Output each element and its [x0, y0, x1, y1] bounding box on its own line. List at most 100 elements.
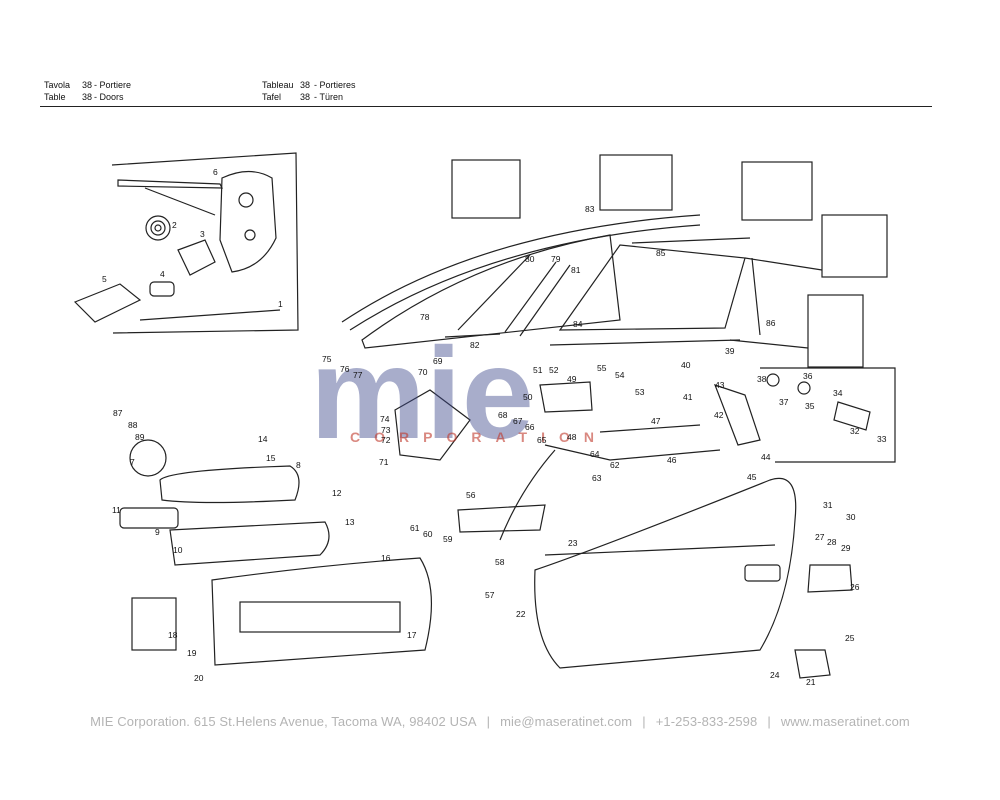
part-label-89: 89: [135, 432, 145, 442]
seal-82: [444, 333, 501, 338]
footer-phone: +1-253-833-2598: [655, 714, 758, 729]
regulator-motor: [73, 283, 142, 323]
part-label-82: 82: [470, 340, 480, 350]
regulator-mechanism: [394, 389, 471, 461]
window-guide: [499, 449, 556, 541]
regulator-link: [144, 187, 216, 216]
part-label-24: 24: [770, 670, 780, 680]
trim-strip: [169, 521, 330, 566]
header-num: 38: [300, 80, 311, 90]
part-label-23: 23: [568, 538, 578, 548]
part-label-33: 33: [877, 434, 887, 444]
part-label-30: 30: [846, 512, 856, 522]
part-label-39: 39: [725, 346, 735, 356]
part-label-70: 70: [418, 367, 428, 377]
part-label-22: 22: [516, 609, 526, 619]
window-crank: [129, 439, 167, 477]
part-label-84: 84: [573, 319, 583, 329]
header-title: Türen: [319, 92, 344, 102]
part-label-83: 83: [585, 204, 595, 214]
header-word: Tavola: [44, 80, 71, 90]
seal-86: [631, 237, 751, 244]
part-label-31: 31: [823, 500, 833, 510]
part-label-32: 32: [850, 426, 860, 436]
lock-part: [766, 373, 780, 387]
profile-inset-83: [741, 161, 813, 221]
control-rod-47: [599, 424, 701, 433]
part-label-76: 76: [340, 364, 350, 374]
part-label-45: 45: [747, 472, 757, 482]
footer-email[interactable]: mie@maseratinet.com: [500, 714, 633, 729]
part-label-80: 80: [525, 254, 535, 264]
part-label-9: 9: [155, 527, 160, 537]
part-label-38: 38: [757, 374, 767, 384]
watermark-subtitle: CORPORATION: [350, 429, 608, 445]
diagram-drawing: [73, 152, 896, 679]
header-word: Table: [44, 92, 66, 102]
leader-line: [729, 339, 809, 349]
part-label-87: 87: [113, 408, 123, 418]
part-label-74: 74: [380, 414, 390, 424]
profile-inset-81: [599, 154, 673, 211]
header-title: Doors: [99, 92, 124, 102]
part-label-17: 17: [407, 630, 417, 640]
door-latch: [539, 381, 593, 413]
seal-81: [519, 264, 571, 337]
regulator-hole: [244, 229, 256, 241]
part-label-48: 48: [567, 432, 577, 442]
part-label-10: 10: [173, 545, 183, 555]
part-label-52: 52: [549, 365, 559, 375]
part-label-51: 51: [533, 365, 543, 375]
part-label-2: 2: [172, 220, 177, 230]
outer-handle: [807, 564, 853, 593]
spring-coil: [145, 215, 171, 241]
part-label-19: 19: [187, 648, 197, 658]
seal-86-vertical: [751, 257, 761, 336]
part-label-67: 67: [513, 416, 523, 426]
inset-box-handle: [131, 597, 177, 651]
spring-coil: [150, 220, 166, 236]
door-frame: [361, 234, 621, 349]
part-label-15: 15: [266, 453, 276, 463]
profile-inset-82: [807, 294, 864, 368]
part-label-36: 36: [803, 371, 813, 381]
lock-cylinder: [833, 401, 871, 431]
part-label-1: 1: [278, 299, 283, 309]
lock-washer: [797, 381, 811, 395]
spring-coil: [154, 224, 162, 232]
part-label-56: 56: [466, 490, 476, 500]
door-handle-recess: [744, 564, 781, 582]
part-label-53: 53: [635, 387, 645, 397]
footer-company: MIE Corporation. 615 St.Helens Avenue, T…: [90, 714, 477, 729]
part-label-7: 7: [130, 457, 135, 467]
header-rule: [40, 106, 932, 107]
part-label-75: 75: [322, 354, 332, 364]
part-label-3: 3: [200, 229, 205, 239]
part-label-26: 26: [850, 582, 860, 592]
part-label-44: 44: [761, 452, 771, 462]
regulator-gear: [177, 239, 216, 276]
header-num: 38: [300, 92, 311, 102]
part-label-61: 61: [410, 523, 420, 533]
part-label-13: 13: [345, 517, 355, 527]
header-num: 38: [82, 92, 93, 102]
header-word: Tableau: [262, 80, 294, 90]
header-num: 38: [82, 80, 93, 90]
door-shell: [534, 477, 797, 669]
footer-website[interactable]: www.maseratinet.com: [780, 714, 910, 729]
seal-82-lower: [549, 339, 741, 346]
part-label-73: 73: [381, 425, 391, 435]
control-rod-46: [544, 444, 721, 461]
part-label-11: 11: [112, 505, 121, 515]
part-label-27: 27: [815, 532, 825, 542]
coupling: [149, 281, 175, 297]
part-label-50: 50: [523, 392, 533, 402]
seal-80: [457, 254, 531, 331]
part-label-79: 79: [551, 254, 561, 264]
